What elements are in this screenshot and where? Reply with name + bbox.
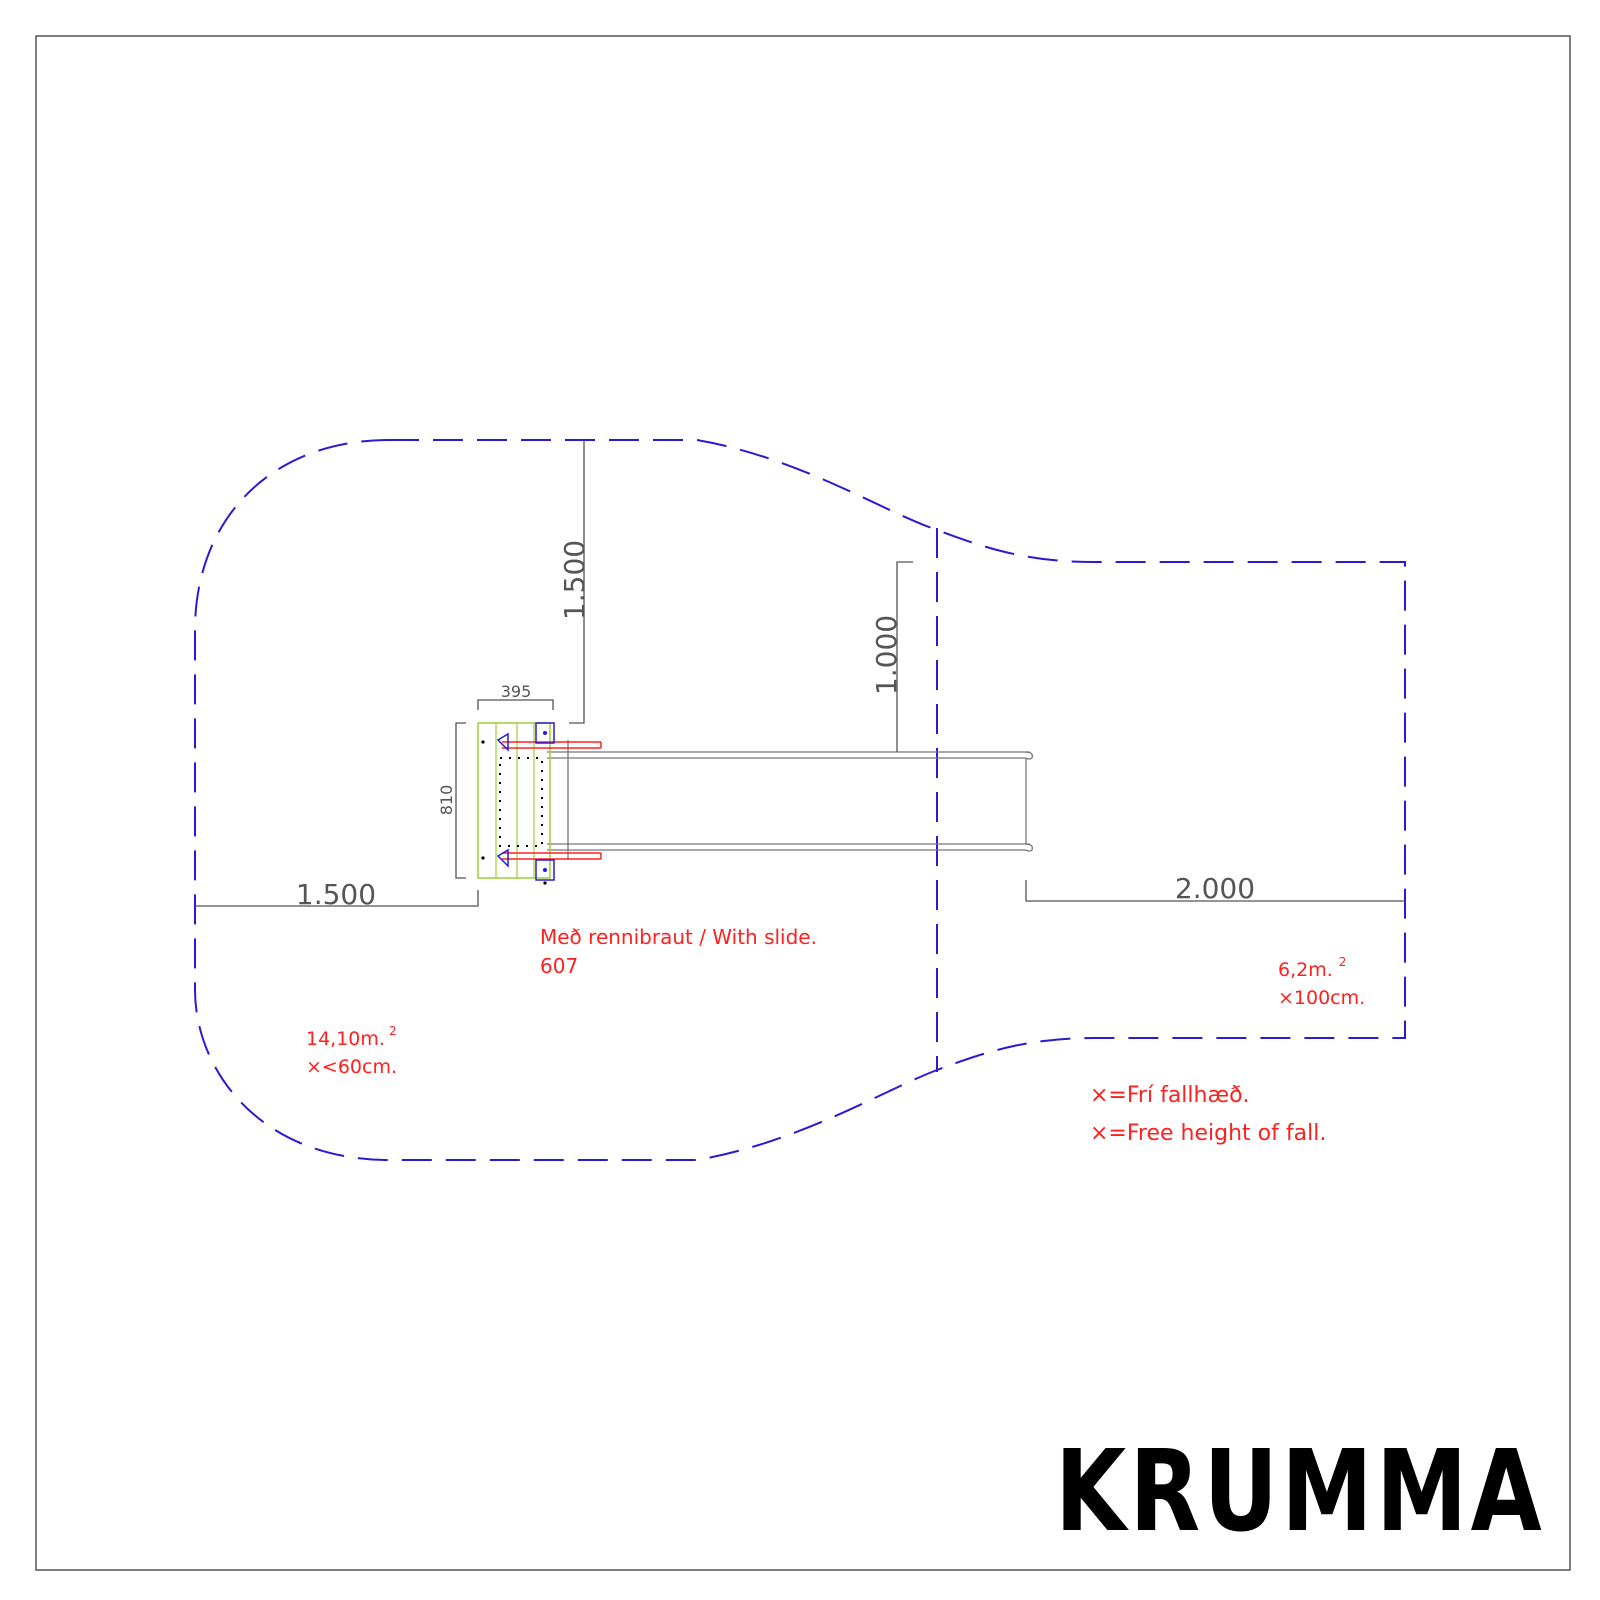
zone1-area: 14,10m. 2 [306, 1024, 397, 1050]
krumma-logo: KRUMMA [1055, 1427, 1545, 1557]
dim-platform-depth: 810 [437, 785, 456, 816]
post-top-right [535, 722, 555, 744]
zone1-area-value: 14,10m. [306, 1028, 385, 1050]
post-bottom-right-bolt [543, 868, 547, 872]
zone2-area-sup: 2 [1339, 955, 1347, 969]
slide [547, 740, 1033, 860]
dim-line-platform-width [477, 699, 554, 710]
zone1-height: ×<60cm. [306, 1056, 397, 1078]
legend-english: ×=Free height of fall. [1090, 1121, 1326, 1146]
zone2-area: 6,2m. 2 [1278, 955, 1346, 981]
dim-platform-width: 395 [501, 682, 532, 701]
dimension-lines [195, 440, 1405, 907]
slide-end-bottom [1024, 843, 1033, 852]
corner-dot-2 [481, 856, 485, 860]
dim-top-clearance: 1.500 [558, 540, 591, 620]
dim-line-side-clearance [896, 561, 913, 752]
dim-exit-clearance: 2.000 [1175, 872, 1255, 905]
safety-zone-outline [194, 439, 1406, 1161]
platform-deck [477, 722, 551, 879]
post-bottom-left [496, 848, 509, 868]
post-bottom-right [535, 859, 555, 881]
dim-line-exit-clearance [1025, 880, 1405, 902]
dim-left-clearance: 1.500 [296, 878, 376, 911]
dim-line-top-clearance [569, 440, 585, 724]
zone2-height: ×100cm. [1278, 987, 1365, 1009]
corner-dot-1 [481, 740, 485, 744]
product-description: Með rennibraut / With slide. [540, 925, 817, 949]
dim-side-clearance: 1.000 [870, 615, 903, 695]
sheet-border [35, 35, 1571, 1571]
dim-line-left-clearance [195, 890, 479, 907]
platform [477, 722, 602, 885]
corner-dot-3 [543, 881, 547, 885]
platform-inner-dotted [499, 757, 543, 847]
post-top-left [496, 732, 509, 752]
dim-line-platform-depth [455, 722, 466, 879]
legend-icelandic: ×=Frí fallhæð. [1090, 1083, 1250, 1108]
post-top-right-bolt [543, 731, 547, 735]
product-number: 607 [540, 954, 578, 978]
zone1-area-sup: 2 [389, 1024, 397, 1038]
zone2-area-value: 6,2m. [1278, 959, 1333, 981]
slide-end-top [1024, 751, 1033, 760]
